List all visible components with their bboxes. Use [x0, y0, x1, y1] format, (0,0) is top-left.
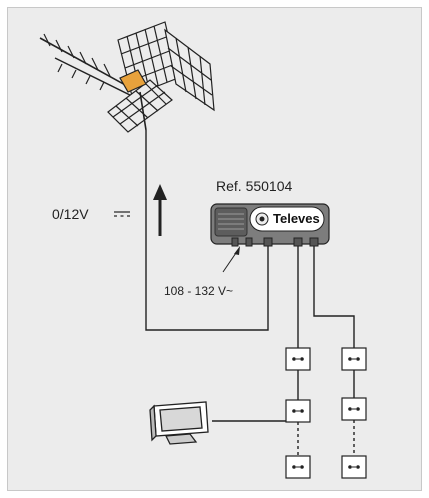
brand-logo-text: Televes [273, 211, 320, 226]
television-icon [149, 401, 209, 445]
outlet-left-2 [285, 399, 311, 423]
arrow-up-icon [153, 184, 167, 236]
antenna-cable [145, 130, 269, 331]
antenna-icon [39, 21, 215, 133]
outlet-right-2 [341, 397, 367, 421]
outlet-right-3 [341, 455, 367, 479]
outlet-left-1 [285, 347, 311, 371]
amplifier-ref-label: Ref. 550104 [216, 178, 293, 194]
supply-voltage-label: 0/12V [52, 206, 89, 222]
amplifier-unit [210, 203, 330, 247]
dc-symbol-icon [114, 211, 130, 217]
outlet-right-1 [341, 347, 367, 371]
mains-voltage-label: 108 - 132 V~ [164, 284, 234, 298]
output-cable-2 [313, 246, 355, 348]
outlet-left-3 [285, 455, 311, 479]
